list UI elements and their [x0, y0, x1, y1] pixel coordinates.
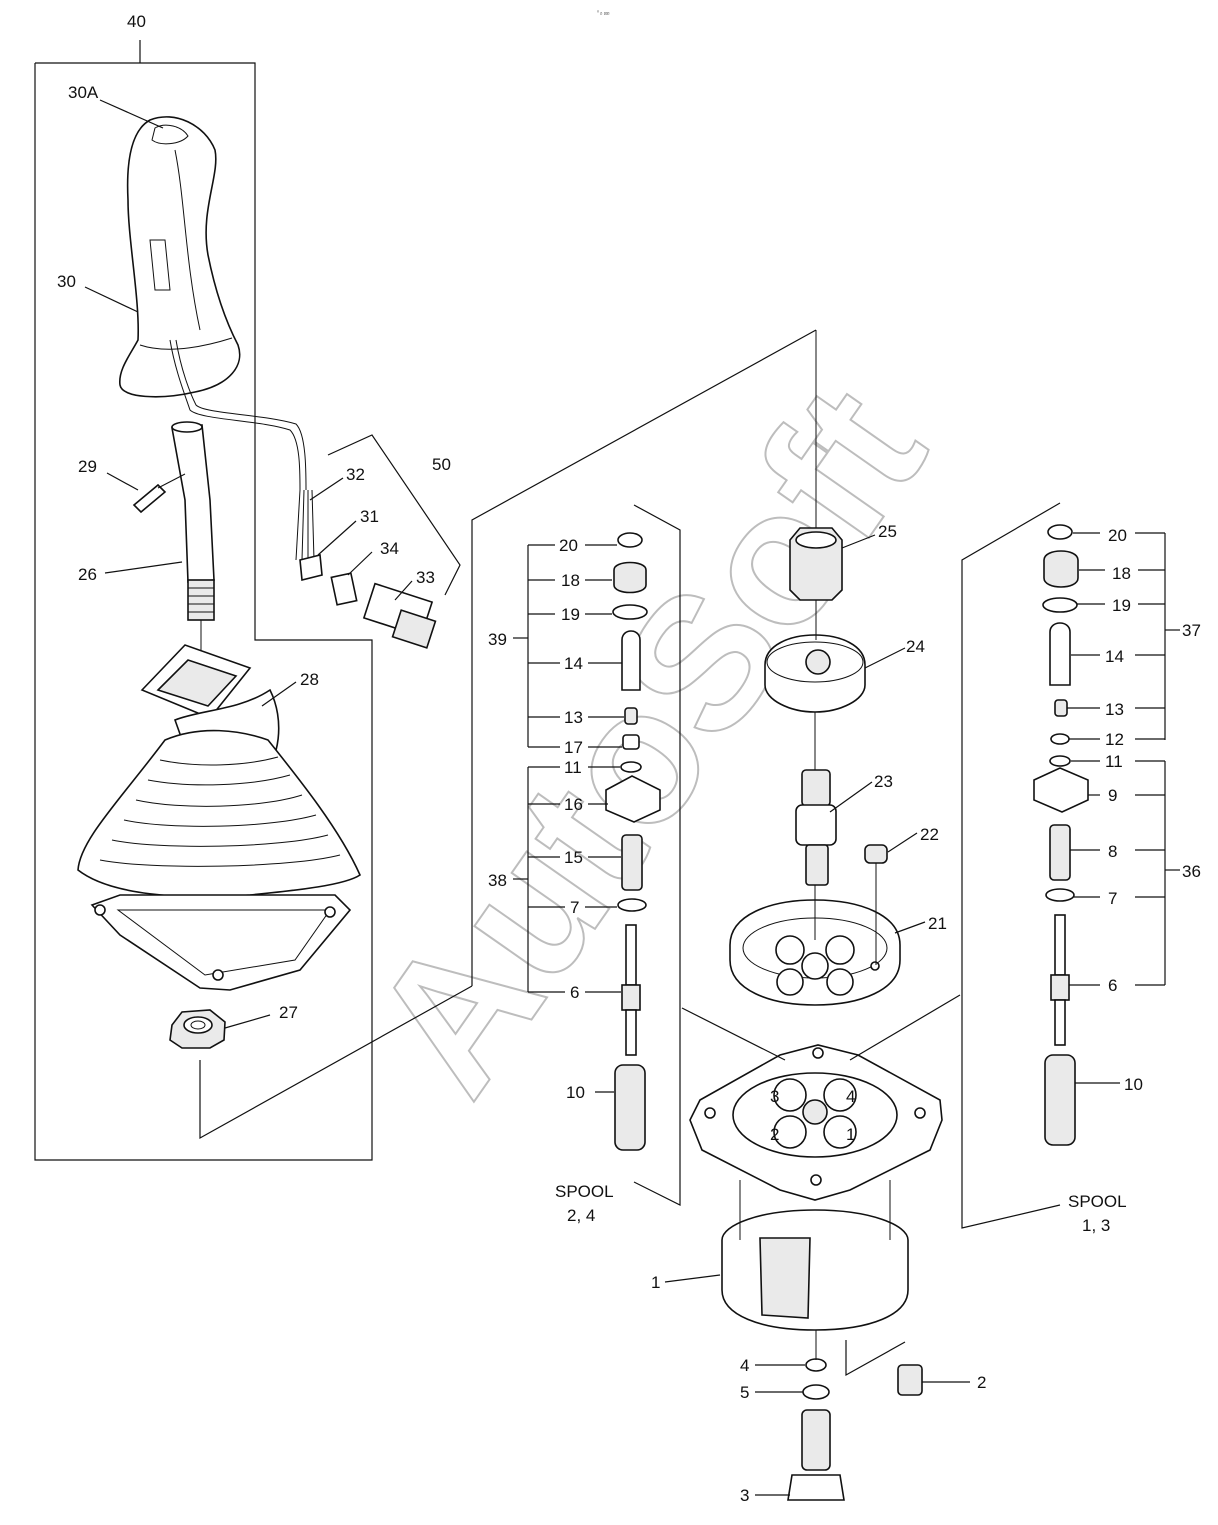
callout-38: 38 [488, 871, 507, 890]
boot-part [77, 644, 362, 991]
callout-15: 15 [564, 848, 583, 867]
callout-19-left: 19 [561, 605, 580, 624]
port-2: 2 [770, 1125, 779, 1144]
callout-3: 3 [740, 1486, 749, 1505]
callout-11-right: 11 [1105, 752, 1123, 771]
callout-12: 12 [1105, 730, 1124, 749]
callout-10-right: 10 [1124, 1075, 1143, 1094]
adjusting-nut-part [789, 330, 843, 640]
callout-9: 9 [1108, 786, 1117, 805]
callout-11-left: 11 [564, 758, 582, 777]
watermark-text: AutoSoft [331, 351, 965, 1130]
handle-group-frame [34, 40, 373, 1161]
callout-40: 40 [127, 12, 146, 31]
callout-13-left: 13 [564, 708, 583, 727]
callout-labels: 40 30A 30 29 26 32 50 31 34 33 28 27 20 … [57, 12, 1201, 1505]
callout-39: 39 [488, 630, 507, 649]
callout-10-left: 10 [566, 1083, 585, 1102]
callout-18-right: 18 [1112, 564, 1131, 583]
callout-29: 29 [78, 457, 97, 476]
callout-18-left: 18 [561, 571, 580, 590]
lever-part [171, 421, 215, 700]
watermark: AutoSoft [330, 350, 966, 1131]
callout-6-left: 6 [570, 983, 579, 1002]
callout-28: 28 [300, 670, 319, 689]
callout-14-left: 14 [564, 654, 583, 673]
callout-30a: 30A [68, 83, 99, 102]
spool-captions: SPOOL 2, 4 SPOOL 1, 3 [555, 1182, 1127, 1235]
port-1: 1 [846, 1125, 855, 1144]
spool-left-line1: SPOOL [555, 1182, 614, 1201]
callout-14-right: 14 [1105, 647, 1124, 666]
corner-mark: ⁰ ᵦ ᵦᵦᵦ [597, 10, 610, 16]
callout-16: 16 [564, 795, 583, 814]
plate-part [729, 899, 901, 1006]
callout-25: 25 [878, 522, 897, 541]
bottom-parts [787, 1330, 923, 1501]
grip-handle-part [119, 116, 315, 561]
callout-20-left: 20 [559, 536, 578, 555]
leader-lines [84, 99, 1180, 1496]
callout-13-right: 13 [1105, 700, 1124, 719]
callout-6-right: 6 [1108, 976, 1117, 995]
disc-part [764, 634, 866, 713]
callout-17: 17 [564, 738, 583, 757]
callout-7-left: 7 [570, 898, 579, 917]
callout-27: 27 [279, 1003, 298, 1022]
callout-37: 37 [1182, 621, 1201, 640]
plug-part [864, 844, 888, 864]
callout-50: 50 [432, 455, 451, 474]
callout-2: 2 [977, 1373, 986, 1392]
left-spool-stack [605, 532, 661, 1151]
right-spool-stack [1033, 524, 1089, 1146]
callout-32: 32 [346, 465, 365, 484]
callout-8: 8 [1108, 842, 1117, 861]
port-4: 4 [846, 1087, 855, 1106]
callout-23: 23 [874, 772, 893, 791]
callout-21: 21 [928, 914, 947, 933]
callout-36: 36 [1182, 862, 1201, 881]
callout-5: 5 [740, 1383, 749, 1402]
port-number-labels: 3 4 2 1 [770, 1087, 855, 1144]
nut-part [169, 985, 473, 1140]
callout-34: 34 [380, 539, 399, 558]
callout-30: 30 [57, 272, 76, 291]
spool-right-line1: SPOOL [1068, 1192, 1127, 1211]
callout-4: 4 [740, 1356, 749, 1375]
callout-20-right: 20 [1108, 526, 1127, 545]
spool-left-line2: 2, 4 [567, 1206, 595, 1225]
callout-19-right: 19 [1112, 596, 1131, 615]
port-3: 3 [770, 1087, 779, 1106]
callout-1: 1 [651, 1273, 660, 1292]
spool-right-line2: 1, 3 [1082, 1216, 1110, 1235]
valve-body-part [689, 1044, 943, 1331]
callout-33: 33 [416, 568, 435, 587]
callout-26: 26 [78, 565, 97, 584]
callout-31: 31 [360, 507, 379, 526]
callout-24: 24 [906, 637, 925, 656]
connector-parts [299, 553, 437, 649]
callout-7-right: 7 [1108, 889, 1117, 908]
pin-part [132, 473, 186, 514]
callout-22: 22 [920, 825, 939, 844]
